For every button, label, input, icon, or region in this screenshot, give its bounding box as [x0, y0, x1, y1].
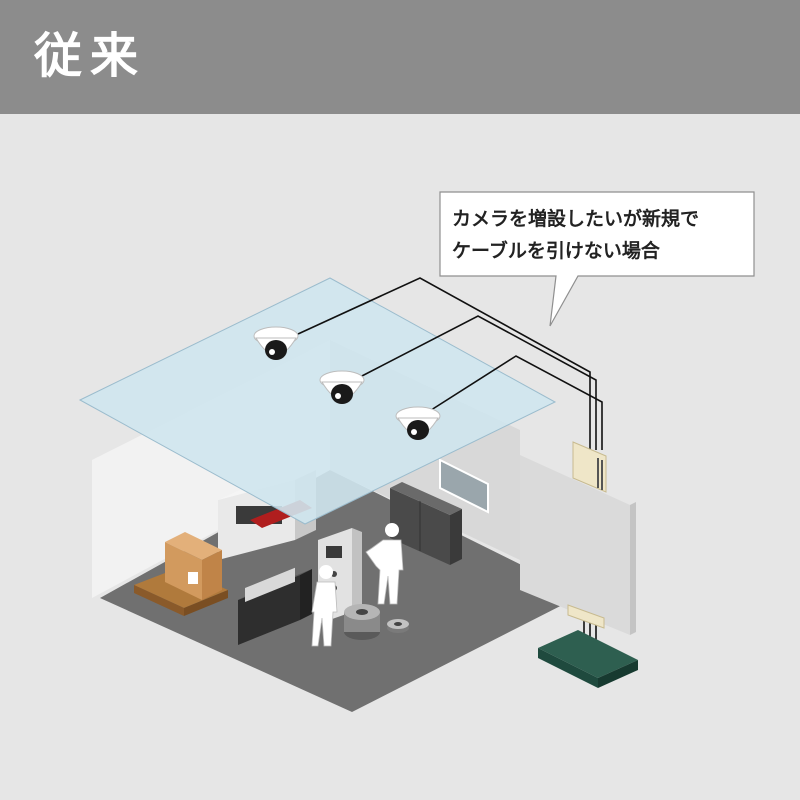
- callout-line-2: ケーブルを引けない場合: [452, 240, 660, 262]
- callout-line-1: カメラを増設したいが新規で: [452, 208, 700, 230]
- dome-camera-icon: [395, 406, 441, 440]
- partition-wall: [520, 455, 630, 635]
- cardboard-box-icon: [165, 532, 222, 600]
- worker-icon: [365, 523, 404, 605]
- partition-wall-edge: [630, 502, 636, 635]
- header-bar: 従来: [0, 0, 800, 114]
- ceiling-plane: [78, 277, 557, 525]
- dome-camera-icon: [253, 326, 299, 360]
- network-switch-icon: [538, 630, 638, 688]
- storage-cabinets: [390, 482, 462, 565]
- metal-parts: [344, 604, 409, 640]
- dome-camera-icon: [319, 370, 365, 404]
- callout-text: カメラを増設したいが新規で ケーブルを引けない場合: [452, 203, 748, 267]
- speech-bubble: [439, 191, 755, 327]
- patch-panel-icon: [572, 441, 607, 493]
- worker-icon: [311, 565, 338, 647]
- wall-jack: [567, 604, 605, 629]
- lathe-machine-icon: [238, 567, 312, 645]
- page-title: 従来: [34, 28, 147, 84]
- wall-window: [439, 458, 489, 514]
